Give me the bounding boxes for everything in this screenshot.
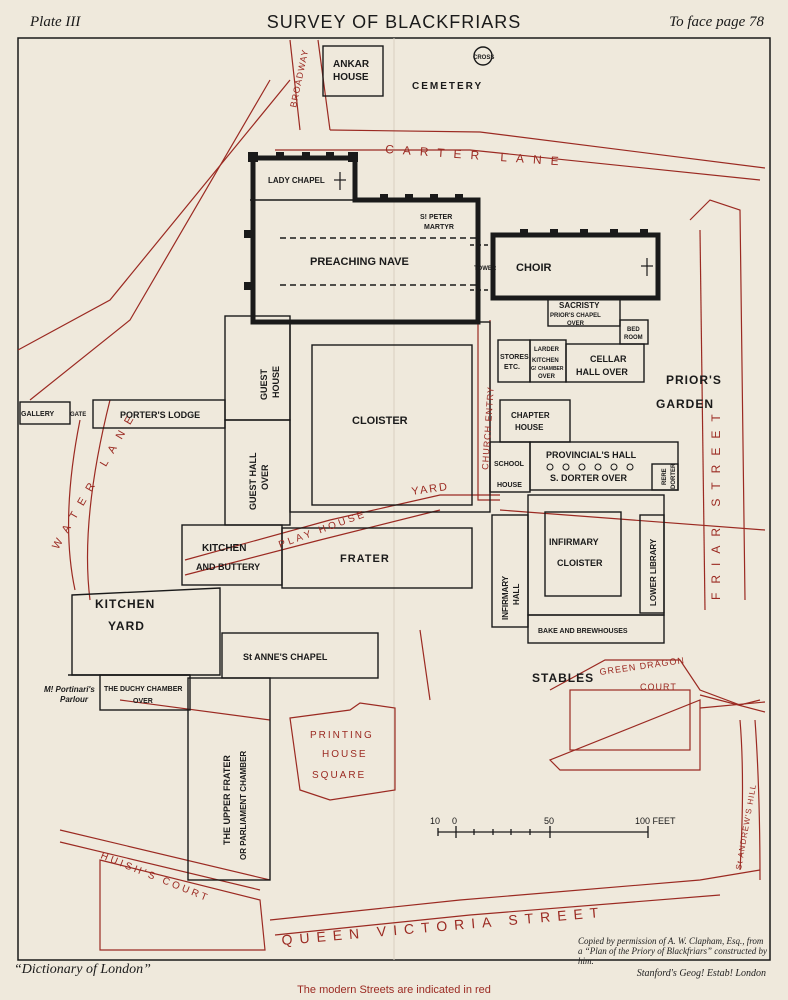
street-green-dragon: GREEN DRAGON: [599, 655, 686, 677]
label-kitchen-small-1: KITCHEN: [532, 358, 559, 364]
scale-label-50: 50: [544, 816, 554, 826]
label-guest-house-1: GUEST: [259, 368, 269, 400]
street-play-house: PLAY HOUSE: [277, 509, 368, 551]
priory-buildings: [19, 45, 679, 881]
label-kitchen-buttery-2: AND BUTTERY: [196, 562, 260, 572]
label-guest-hall-2: OVER: [260, 464, 270, 490]
label-priors-garden-2: GARDEN: [656, 397, 714, 411]
street-court: COURT: [640, 682, 677, 692]
label-infirmary-hall-1: INFIRMARY: [501, 575, 510, 620]
street-carter-lane: CARTER LANE: [385, 142, 568, 169]
label-kitchen-small-3: OVER: [538, 374, 556, 380]
label-porters-lodge: PORTER'S LODGE: [120, 410, 200, 420]
altar-crosses: [334, 172, 653, 276]
label-infirmary-cloister-2: CLOISTER: [557, 558, 603, 568]
label-sacristy: SACRISTY: [559, 301, 600, 310]
label-kitchen-buttery-1: KITCHEN: [202, 543, 246, 554]
publisher-credit: Stanford's Geog! Estab! London: [636, 968, 766, 979]
street-printing-1: PRINTING: [310, 730, 374, 741]
label-priors-chapel-1: PRIOR'S CHAPEL: [550, 313, 601, 319]
modern-streets: [17, 39, 766, 951]
plate-number: Plate III: [30, 14, 81, 30]
label-portinari-1: M! Portinari's: [44, 685, 95, 694]
label-bed-2: ROOM: [624, 335, 643, 341]
label-tower: TOWER: [474, 266, 497, 272]
label-infirmary-cloister-1: INFIRMARY: [549, 537, 599, 547]
label-portinari-2: Parlour: [60, 695, 89, 704]
legend-note: The modern Streets are indicated in red: [297, 984, 491, 996]
label-duchy-2: OVER: [133, 698, 153, 705]
scale-bar: [437, 826, 649, 838]
label-cross: CROSS: [473, 55, 494, 61]
label-ankar-1: ANKAR: [333, 59, 370, 70]
label-cellar-1: CELLAR: [590, 354, 627, 364]
copyright-note: Copied by permission of A. W. Clapham, E…: [578, 936, 767, 966]
label-guest-house-2: HOUSE: [271, 366, 281, 398]
label-kitchen-yard-1: KITCHEN: [95, 597, 155, 611]
label-choir: CHOIR: [516, 262, 552, 274]
building-labels: ANKAR HOUSE CEMETERY CROSS LADY CHAPEL S…: [21, 55, 722, 860]
label-priors-garden-1: PRIOR'S: [666, 373, 722, 387]
label-cellar-2: HALL OVER: [576, 367, 628, 377]
label-school-1: SCHOOL: [494, 461, 525, 468]
label-larder: LARDER: [534, 347, 560, 353]
street-printing-3: SQUARE: [312, 770, 366, 781]
label-upper-frater-2: OR PARLIAMENT CHAMBER: [239, 751, 248, 860]
label-st-peter-1: S! PETER: [420, 214, 452, 221]
map-title: SURVEY OF BLACKFRIARS: [266, 12, 522, 32]
dictionary-credit: “Dictionary of London”: [14, 962, 151, 977]
buttresses: [244, 152, 648, 290]
label-chapter-2: HOUSE: [515, 423, 544, 432]
label-bake: BAKE AND BREWHOUSES: [538, 628, 628, 635]
page-reference: To face page 78: [669, 14, 764, 30]
label-provincials-hall: PROVINCIAL'S HALL: [546, 450, 637, 460]
label-gallery: GALLERY: [21, 411, 55, 418]
label-st-annes: St ANNE'S CHAPEL: [243, 652, 328, 662]
label-school-2: HOUSE: [497, 482, 522, 489]
label-rere-1: RERE: [662, 468, 668, 485]
label-bed-1: BED: [627, 327, 640, 333]
street-yard: YARD: [411, 481, 450, 498]
label-infirmary-hall-2: HALL: [512, 584, 521, 605]
label-duchy-1: THE DUCHY CHAMBER: [104, 686, 182, 693]
label-frater: FRATER: [340, 553, 390, 565]
dorter-columns: [546, 463, 634, 471]
street-labels: BROADWAY CARTER LANE WATER LANE FRIAR ST…: [50, 48, 758, 948]
street-friar-street: FRIAR STREET: [709, 405, 723, 600]
label-lower-library: LOWER LIBRARY: [649, 538, 658, 606]
street-huishs-court: HUISH'S COURT: [99, 851, 211, 905]
label-priors-chapel-2: OVER: [567, 321, 585, 327]
label-kitchen-yard-2: YARD: [108, 619, 145, 633]
label-cemetery: CEMETERY: [412, 81, 483, 92]
label-preaching-nave: PREACHING NAVE: [310, 256, 409, 268]
label-cloister: CLOISTER: [352, 415, 408, 427]
street-church-entry: CHURCH ENTRY: [480, 386, 496, 470]
label-stores-2: ETC.: [504, 364, 520, 371]
label-s-dorter: S. DORTER OVER: [550, 473, 628, 483]
label-chapter-1: CHAPTER: [511, 411, 550, 420]
street-st-andrews-hill: St ANDREW'S HILL: [734, 783, 758, 870]
label-ankar-2: HOUSE: [333, 72, 369, 83]
label-stores-1: STORES: [500, 354, 529, 361]
label-st-peter-2: MARTYR: [424, 224, 454, 231]
label-stables: STABLES: [532, 671, 594, 685]
label-gate: GATE: [70, 412, 86, 418]
label-upper-frater-1: THE UPPER FRATER: [222, 755, 232, 845]
label-rere-2: DORTER: [671, 463, 677, 489]
street-printing-2: HOUSE: [322, 749, 368, 760]
label-guest-hall-1: GUEST HALL: [248, 452, 258, 510]
scale-label-0: 0: [452, 816, 457, 826]
street-queen-victoria: QUEEN VICTORIA STREET: [281, 904, 606, 948]
scale-label-10: 10: [430, 816, 440, 826]
label-kitchen-small-2: G! CHAMBER: [531, 366, 564, 372]
scale-labels: 10 0 50 100 FEET: [430, 816, 676, 826]
label-lady-chapel: LADY CHAPEL: [268, 176, 325, 185]
scale-label-100: 100 FEET: [635, 816, 676, 826]
